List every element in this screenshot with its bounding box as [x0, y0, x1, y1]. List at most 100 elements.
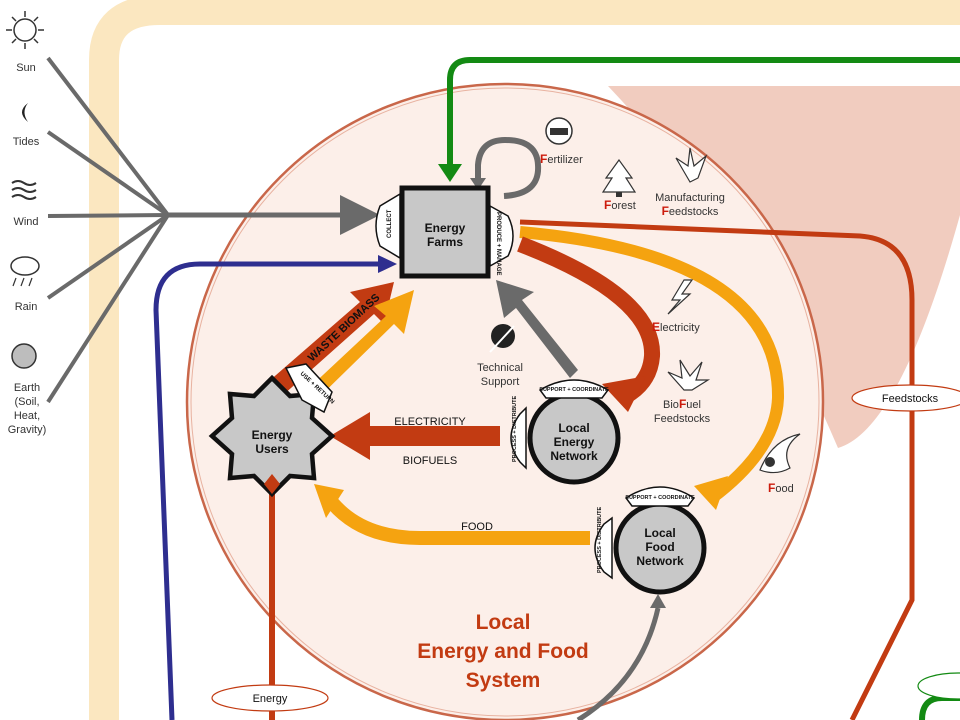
energy-farms-label-line-1: Energy [425, 221, 466, 235]
energy-users-label-line-2: Users [255, 442, 289, 456]
product-electricity-initial: E [652, 320, 660, 334]
tools-icon [489, 324, 515, 353]
product-food-rest: ood [775, 483, 793, 495]
product-forest-rest: orest [611, 200, 635, 212]
technical-support-arrow [496, 280, 578, 378]
green-inflow-arrowhead [438, 164, 462, 182]
lightning-icon [667, 279, 694, 315]
system-title-line-3: System [466, 669, 541, 692]
product-manufacturing-rest: eedstocks [669, 206, 719, 218]
local-energy-network-label-line-1: Local [558, 421, 589, 435]
local-food-network-label-line-2: Food [645, 540, 674, 554]
energy-process-distribute-tab [510, 406, 527, 470]
local-system-circle-inner-ring [190, 87, 820, 717]
food-network-input-line [576, 607, 661, 720]
product-biofuel-prefix: Bio [663, 399, 679, 411]
flow-label-electricity: ELECTRICITY [394, 416, 466, 428]
plant-icon [675, 147, 708, 183]
produce-manage-tab-label: PRODUCE + MANAGE [495, 212, 501, 276]
rain-cloud-icon [10, 256, 40, 287]
product-label-food: Food [768, 481, 794, 495]
source-label-wind: Wind [13, 216, 38, 228]
energy-label: Energy [253, 693, 288, 705]
farms-to-food-arrowhead [694, 476, 728, 510]
local-energy-network-label-line-2: Energy [554, 435, 595, 449]
local-energy-network-label-line-3: Network [550, 449, 598, 463]
energy-users-label-line-1: Energy [252, 428, 293, 442]
blue-return-line [153, 261, 380, 720]
product-biofuel-initial: F [679, 397, 686, 411]
food-arrow [324, 495, 590, 545]
energy-support-coordinate-tab-label: SUPPORT + COORDINATE [539, 387, 609, 393]
source-label-sun: Sun [16, 62, 36, 74]
local-food-network-node: Local Food Network SUPPORT + COORDINATE … [594, 486, 707, 595]
tree-icon [601, 158, 637, 197]
wind-icon [11, 180, 37, 200]
green-outflow-line [919, 695, 960, 720]
produce-manage-tab [489, 204, 514, 268]
feedstocks-label-bubble [851, 384, 960, 412]
use-return-tab [284, 363, 333, 414]
source-label-earth: Earth [14, 382, 40, 394]
farm-feedback-arrowhead [470, 178, 486, 190]
electricity-arrow [330, 412, 500, 460]
flow-label-biofuels: BIOFUELS [403, 455, 457, 467]
green-inflow-line [447, 57, 960, 166]
local-food-network-label-line-3: Network [636, 554, 684, 568]
farm-feedback-loop [475, 136, 542, 199]
energy-label-bubble [211, 684, 329, 712]
food-process-distribute-tab [594, 516, 613, 580]
moon-icon [22, 103, 28, 122]
product-fertilizer-initial: F [540, 152, 547, 166]
outer-system-band [89, 0, 960, 720]
product-label-fertilizer: Fertilizer [540, 152, 583, 166]
system-title-line-2: Energy and Food [417, 640, 589, 663]
source-label-tides: Tides [13, 136, 40, 148]
cow-icon [545, 117, 573, 145]
farms-to-energy-arrowhead [602, 376, 646, 412]
local-food-network-label-line-1: Local [644, 526, 675, 540]
palm-icon [667, 359, 711, 391]
product-fertilizer-rest: ertilizer [547, 154, 583, 166]
product-electricity-rest: lectricity [660, 322, 700, 334]
product-label-manufacturing: Manufacturing [655, 192, 725, 204]
product-label-forest: Forest [604, 198, 636, 212]
product-forest-initial: F [604, 198, 611, 212]
green-label-bubble [917, 672, 960, 700]
energy-process-distribute-tab-label: PROCESS + DISTRIBUTE [512, 396, 518, 462]
source-label-earth-line-1: (Soil, [14, 396, 39, 408]
source-rays [46, 56, 170, 404]
collect-tab-label: COLLECT [387, 209, 393, 238]
technical-support-label-line-1: Technical [477, 362, 523, 374]
food-support-coordinate-tab [624, 486, 696, 507]
product-label-biofuel-feedstocks: Feedstocks [654, 413, 711, 425]
blue-return-arrowhead [378, 255, 397, 273]
food-support-coordinate-tab-label: SUPPORT + COORDINATE [625, 495, 695, 501]
energy-users-return-diamond [264, 474, 280, 494]
food-process-distribute-tab-label: PROCESS + DISTRIBUTE [597, 507, 603, 573]
feedstocks-label: Feedstocks [882, 393, 939, 405]
energy-support-coordinate-tab [538, 379, 610, 399]
energy-farms-node: Energy Farms COLLECT PRODUCE + MANAGE [375, 185, 514, 279]
source-label-earth-line-2: Heat, [14, 410, 40, 422]
collect-tab [375, 192, 401, 260]
energy-farms-label-line-2: Farms [427, 235, 463, 249]
sun-icon [6, 11, 44, 49]
product-label-biofuel: BioFuel [663, 397, 701, 411]
farms-to-food-arrow [519, 226, 785, 503]
source-label-rain: Rain [15, 301, 38, 313]
product-label-electricity: Electricity [652, 320, 700, 334]
food-arrowhead [314, 484, 344, 518]
local-energy-network-node: Local Energy Network SUPPORT + COORDINAT… [510, 379, 621, 485]
system-title-line-1: Local [476, 611, 531, 634]
product-label-manufacturing-feedstocks: Feedstocks [662, 204, 719, 218]
cornucopia-icon [759, 433, 801, 474]
red-export-line [519, 219, 915, 720]
food-network-input-arrowhead [650, 594, 666, 608]
earth-sphere-icon [11, 343, 37, 369]
technical-support-label-line-2: Support [481, 376, 520, 388]
flow-label-food: FOOD [461, 521, 493, 533]
product-food-initial: F [768, 481, 775, 495]
product-manufacturing-initial: F [662, 204, 669, 218]
